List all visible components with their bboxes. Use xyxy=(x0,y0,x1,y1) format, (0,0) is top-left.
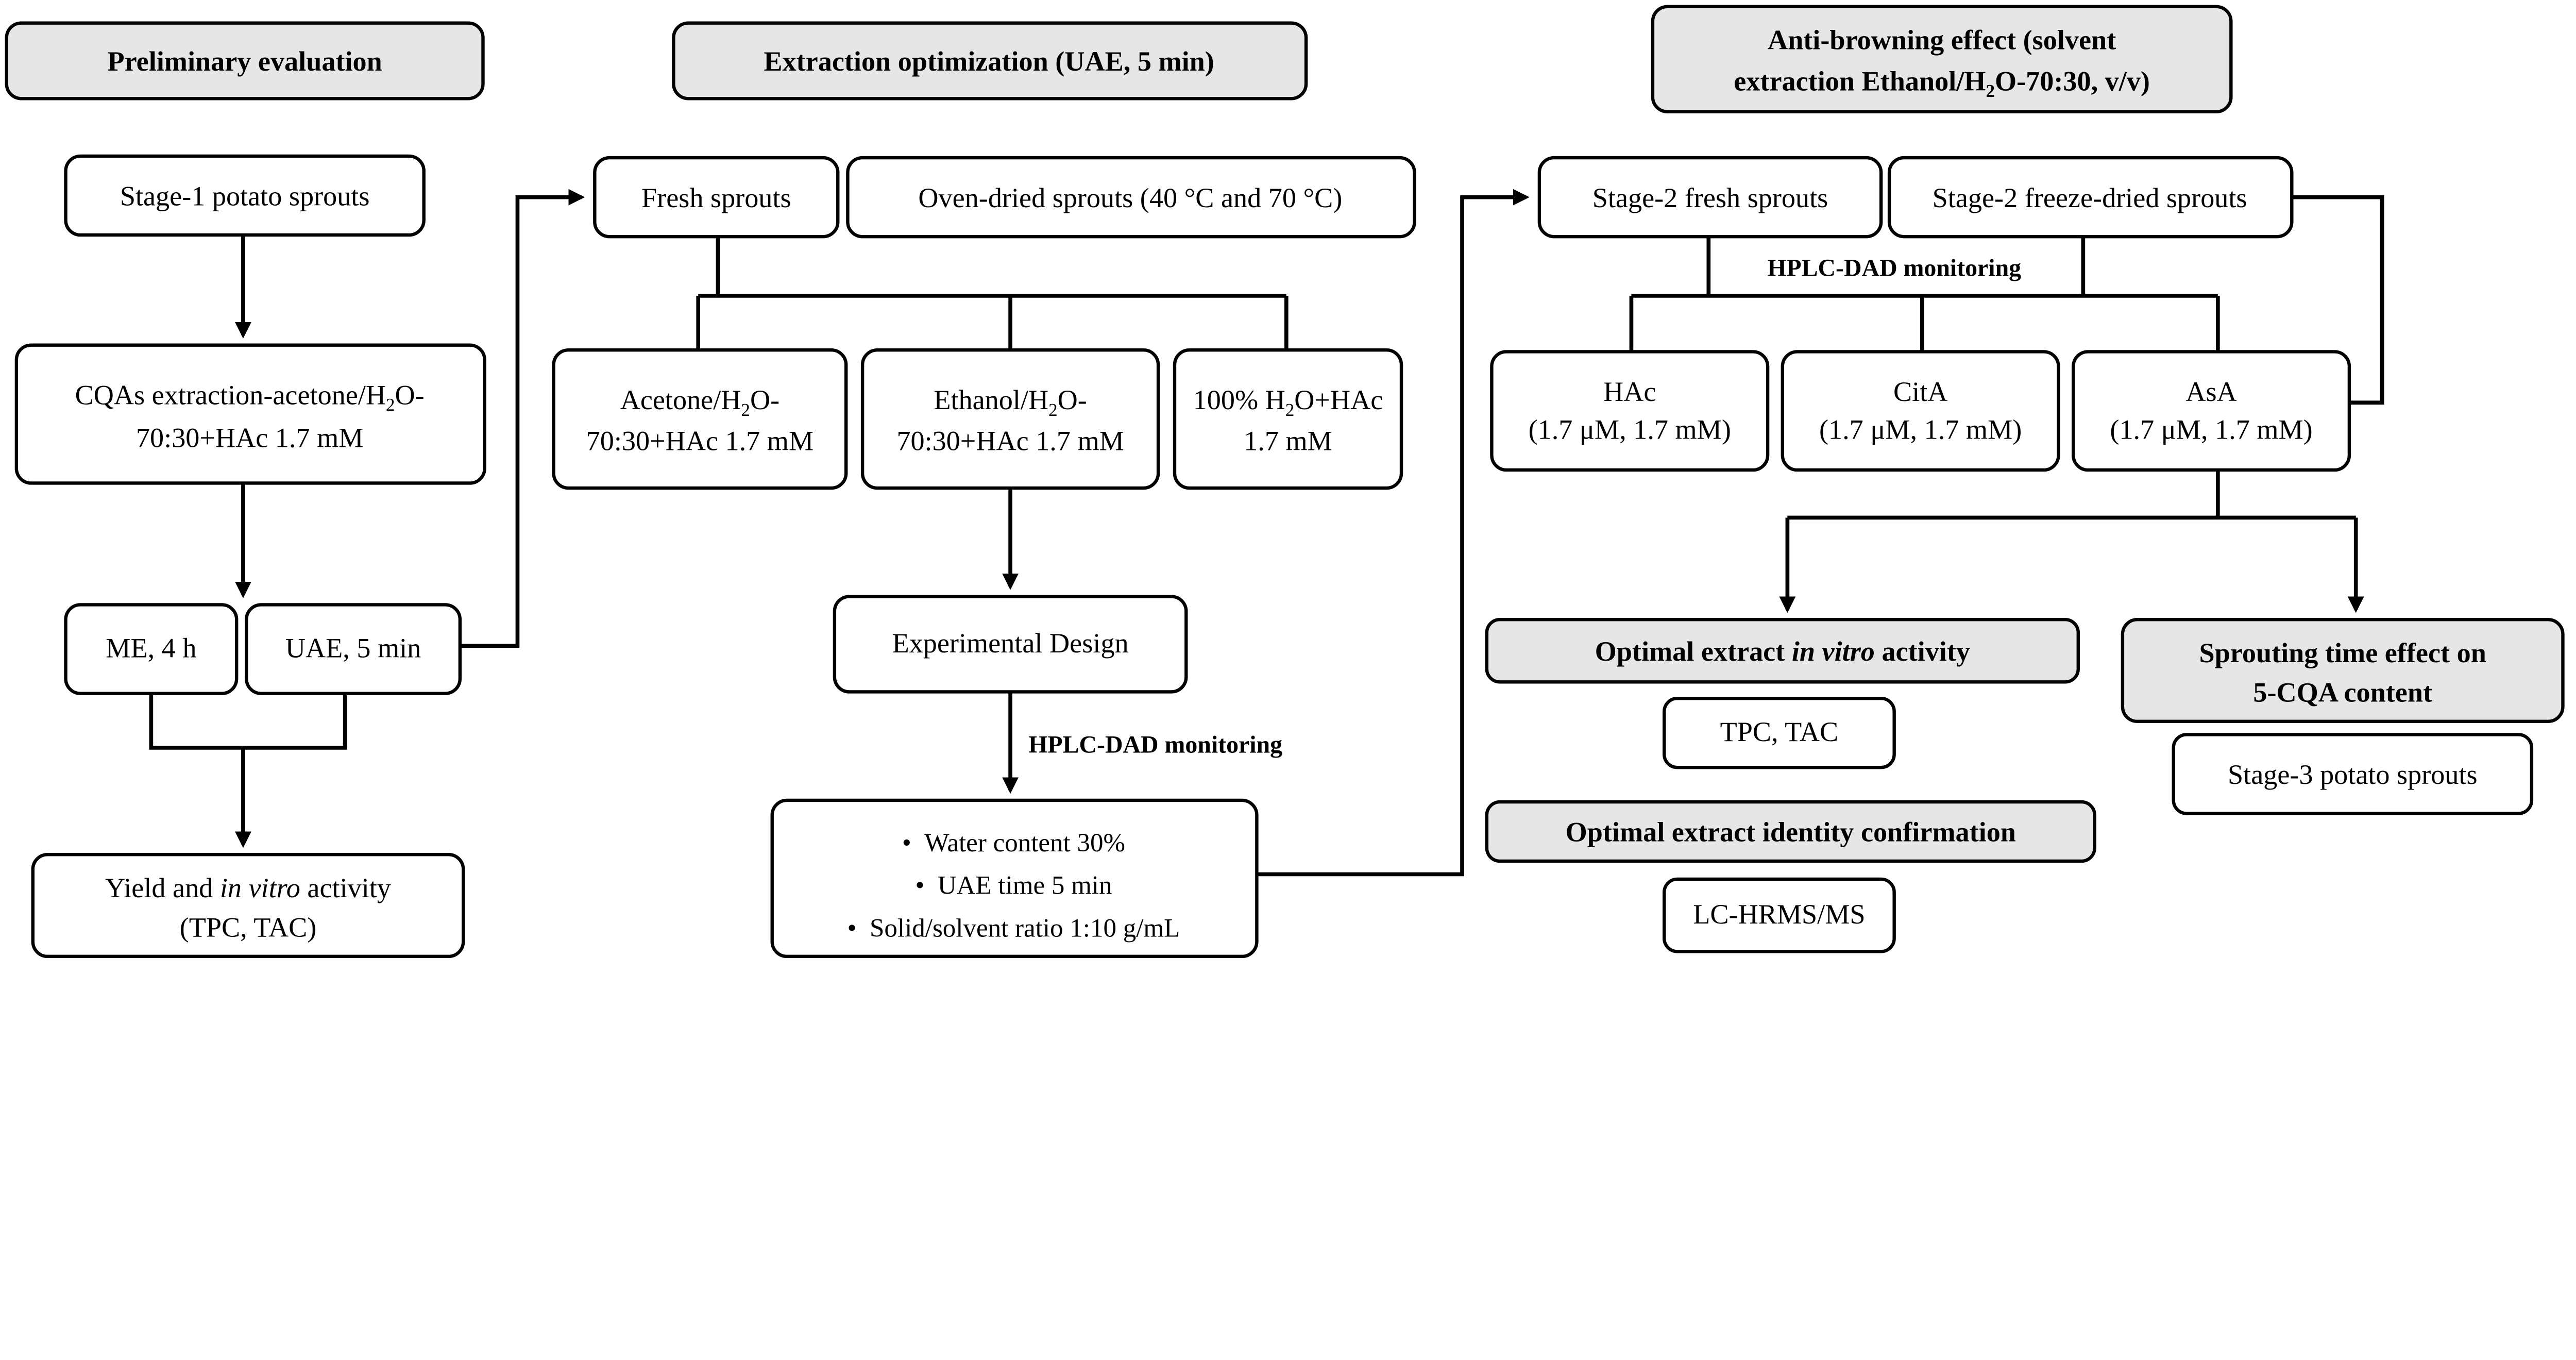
node-experimental-design: Experimental Design xyxy=(833,595,1188,694)
node-hac: HAc (1.7 μM, 1.7 mM) xyxy=(1490,350,1770,472)
node-text: Stage-2 fresh sprouts xyxy=(1592,182,1828,213)
node-text: Oven-dried sprouts (40 °C and 70 °C) xyxy=(918,182,1342,213)
node-text: (1.7 μM, 1.7 mM) xyxy=(2110,414,2312,445)
node-text: UAE, 5 min xyxy=(285,633,421,664)
header-anti-browning-line1: Anti-browning effect (solvent xyxy=(1768,25,2116,56)
node-cita: CitA (1.7 μM, 1.7 mM) xyxy=(1781,350,2060,472)
node-text: 1.7 mM xyxy=(1244,426,1332,457)
node-text: (1.7 μM, 1.7 mM) xyxy=(1529,414,1731,445)
node-stage3-sprouts: Stage-3 potato sprouts xyxy=(2172,733,2534,815)
node-text: Yield and in vitro activity xyxy=(105,872,391,903)
node-text: Stage-2 freeze-dried sprouts xyxy=(1933,182,2247,213)
bullet-item: •Water content 30% xyxy=(902,829,1125,858)
node-optimal-conditions: •Water content 30% •UAE time 5 min •Soli… xyxy=(770,798,1259,959)
node-text: 70:30+HAc 1.7 mM xyxy=(896,426,1124,457)
node-stage2-freeze-dried: Stage-2 freeze-dried sprouts xyxy=(1887,156,2294,239)
header-preliminary-evaluation: Preliminary evaluation xyxy=(5,21,485,100)
node-text: HAc xyxy=(1603,376,1656,407)
node-asa: AsA (1.7 μM, 1.7 mM) xyxy=(2072,350,2351,472)
header-anti-browning: Anti-browning effect (solvent extraction… xyxy=(1651,5,2233,114)
node-text: CQAs extraction-acetone/H2O- xyxy=(75,379,425,415)
header-sprouting-line2: 5-CQA content xyxy=(2253,677,2432,708)
header-invitro-text: Optimal extract in vitro activity xyxy=(1595,636,1970,667)
node-text: 100% H2O+HAc xyxy=(1193,384,1383,420)
flowchart: Preliminary evaluation Extraction optimi… xyxy=(5,5,2565,959)
node-acetone: Acetone/H2O- 70:30+HAc 1.7 mM xyxy=(552,348,848,490)
header-extraction-text: Extraction optimization (UAE, 5 min) xyxy=(764,46,1214,77)
node-uae: UAE, 5 min xyxy=(245,603,462,695)
node-text: AsA xyxy=(2185,376,2236,407)
node-ethanol: Ethanol/H2O- 70:30+HAc 1.7 mM xyxy=(860,348,1160,490)
node-lc-hrms: LC-HRMS/MS xyxy=(1663,877,1896,953)
node-text: Stage-3 potato sprouts xyxy=(2228,759,2478,790)
connectors-col1 xyxy=(149,189,585,848)
header-identity-text: Optimal extract identity confirmation xyxy=(1566,817,2016,848)
node-fresh-sprouts: Fresh sprouts xyxy=(593,156,840,239)
connectors-col2 xyxy=(696,189,1530,877)
node-text: TPC, TAC xyxy=(1720,716,1839,747)
node-text: 70:30+HAc 1.7 mM xyxy=(586,426,814,457)
node-water: 100% H2O+HAc 1.7 mM xyxy=(1173,348,1403,490)
node-text: Acetone/H2O- xyxy=(620,384,779,420)
header-identity-confirmation: Optimal extract identity confirmation xyxy=(1485,800,2096,863)
node-text: Experimental Design xyxy=(892,628,1129,659)
header-anti-browning-line2: extraction Ethanol/H2O-70:30, v/v) xyxy=(1734,65,2150,101)
label-hplc-monitoring: HPLC-DAD monitoring xyxy=(1028,731,1282,758)
header-extraction-optimization: Extraction optimization (UAE, 5 min) xyxy=(672,21,1308,100)
node-stage1-sprouts: Stage-1 potato sprouts xyxy=(64,154,426,237)
node-text: Ethanol/H2O- xyxy=(934,384,1087,420)
connectors-col3 xyxy=(1629,195,2384,613)
node-text: 70:30+HAc 1.7 mM xyxy=(136,422,363,453)
node-tpc-tac: TPC, TAC xyxy=(1663,697,1896,769)
bullet-item: •Solid/solvent ratio 1:10 g/mL xyxy=(848,914,1180,943)
bullet-item: •UAE time 5 min xyxy=(915,871,1112,900)
node-cqas-extraction: CQAs extraction-acetone/H2O- 70:30+HAc 1… xyxy=(14,343,486,485)
header-preliminary-text: Preliminary evaluation xyxy=(107,46,382,77)
node-text: (1.7 μM, 1.7 mM) xyxy=(1819,414,2022,445)
node-text: CitA xyxy=(1893,376,1947,407)
node-yield: Yield and in vitro activity (TPC, TAC) xyxy=(31,852,465,959)
header-sprouting-line1: Sprouting time effect on xyxy=(2199,637,2486,668)
node-text: ME, 4 h xyxy=(106,633,196,664)
header-invitro-activity: Optimal extract in vitro activity xyxy=(1485,617,2080,684)
node-oven-dried: Oven-dried sprouts (40 °C and 70 °C) xyxy=(846,156,1416,239)
node-stage2-fresh: Stage-2 fresh sprouts xyxy=(1537,156,1883,239)
node-text: Stage-1 potato sprouts xyxy=(120,181,370,212)
node-text: (TPC, TAC) xyxy=(180,912,317,943)
node-me: ME, 4 h xyxy=(64,603,239,695)
node-text: Fresh sprouts xyxy=(641,182,791,213)
label-hplc-monitoring-2: HPLC-DAD monitoring xyxy=(1767,255,2021,282)
header-sprouting-time: Sprouting time effect on 5-CQA content xyxy=(2121,617,2565,724)
node-text: LC-HRMS/MS xyxy=(1693,899,1865,930)
